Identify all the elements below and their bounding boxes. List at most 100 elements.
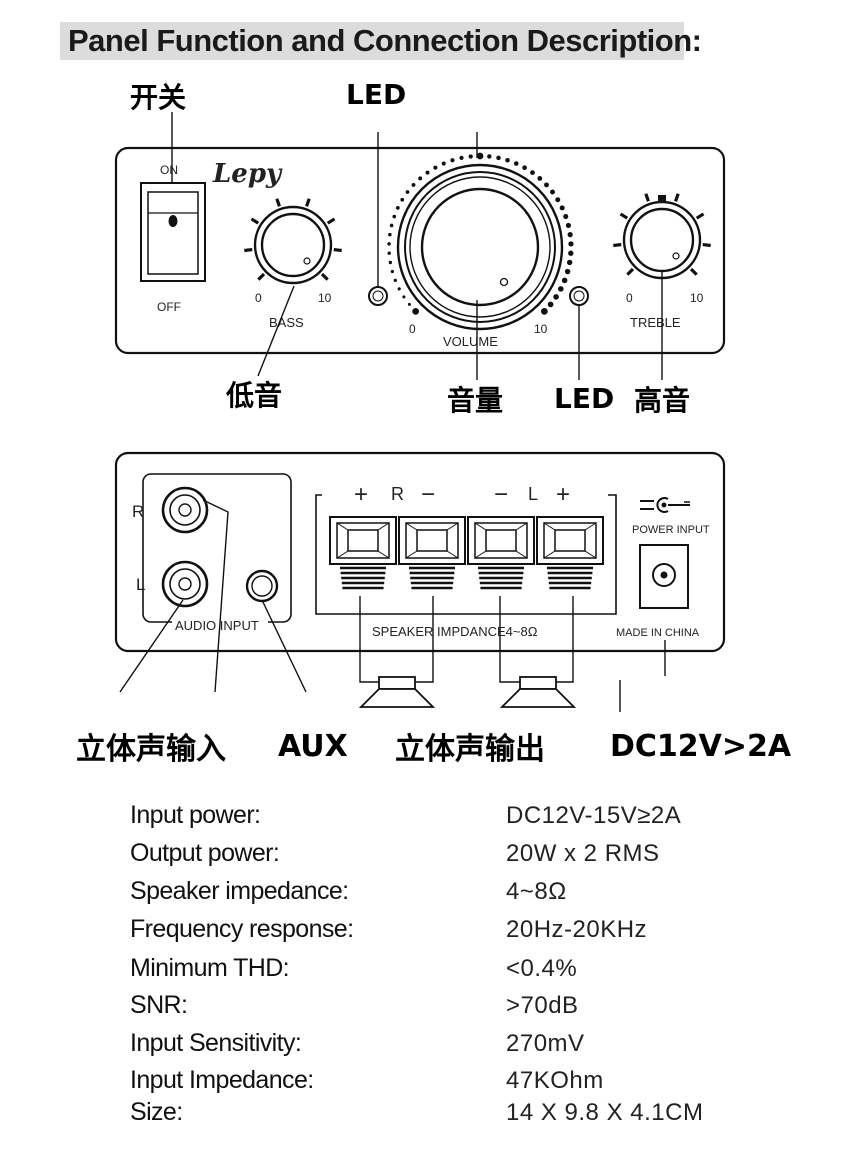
callout-stereo-output: 立体声输出 [395,732,545,767]
knob-tick [257,272,266,281]
speaker-terminal[interactable] [398,516,466,590]
rca-jack-left[interactable] [161,560,209,608]
knob-tick [689,267,698,276]
title-band [60,22,684,60]
volume-dot [568,250,574,256]
volume-dot [393,278,397,283]
stereo-input-leader-r [202,499,229,693]
spec-row: Minimum THD:<0.4% [130,954,577,982]
spec-label: Input power: [130,801,260,829]
speaker-plus-r: + [354,481,368,508]
stereo-input-leader-l [119,599,184,693]
speaker-icon [358,676,436,708]
spec-label: Size: [130,1098,183,1126]
speaker-terminals [329,516,604,590]
treble-min-label: 0 [626,291,633,305]
spec-label: Minimum THD: [130,954,289,982]
spec-value: DC12V-15V≥2A [506,802,681,829]
volume-dot [476,152,484,160]
switch-off-label: OFF [157,300,181,314]
knob-tick [695,212,705,220]
volume-dot [392,214,397,219]
spec-value: 270mV [506,1030,585,1057]
callout-led-bottom: LED [554,382,614,415]
volume-dot [418,176,423,181]
aux-leader [261,599,307,693]
volume-dot [459,155,464,161]
brand-logo: Lepy [212,159,283,189]
spec-row: Input Impedance:47KOhm [130,1066,603,1094]
volume-dot [425,170,430,175]
speaker-terminal[interactable] [329,516,397,590]
volume-dot [402,295,406,299]
volume-dot [395,206,400,210]
volume-dot [563,213,569,220]
knob-indicator [672,252,680,260]
volume-dot [400,197,405,202]
knob-indicator [303,257,311,265]
spec-value: 20W x 2 RMS [506,840,660,867]
bass-label: BASS [269,315,304,330]
volume-dot [397,287,401,291]
spec-row: Frequency response:20Hz-20KHz [130,915,647,943]
speaker-terminal[interactable] [467,516,535,590]
callout-dc: DC12V>2A [610,729,792,764]
knob-tick [244,248,253,253]
power-input-label: POWER INPUT [632,524,710,536]
power-switch[interactable] [140,182,206,282]
volume-knob[interactable] [387,152,574,331]
spec-label: Speaker impedance: [130,877,349,905]
switch-on-label: ON [160,163,178,177]
volume-dot [537,176,543,181]
volume-dot [513,161,519,166]
knob-tick [674,193,680,202]
treble-label: TREBLE [630,315,681,330]
volume-dot [405,190,410,194]
volume-dot [550,189,555,195]
speaker-impedance-label: SPEAKER IMPDANCE4~8Ω [372,624,538,639]
treble-knob[interactable] [613,193,711,280]
dc-power-jack[interactable] [639,544,689,609]
knob-tick [275,198,281,207]
dc-power-symbol [640,497,690,513]
volume-dot [468,154,473,159]
spec-value: 4~8Ω [506,878,567,905]
spec-value: >70dB [506,992,579,1019]
led-right [569,286,589,306]
volume-min-label: 0 [409,322,416,336]
speaker-l-label: L [528,484,538,504]
speaker-icon [499,676,577,708]
spec-label: Input Impedance: [130,1066,314,1094]
volume-dot [433,165,438,170]
speaker-minus-l: − [494,481,508,508]
volume-dot [505,157,510,163]
volume-dot [411,182,416,187]
speaker-terminal[interactable] [536,516,604,590]
volume-dot [388,260,393,265]
spec-label: Frequency response: [130,915,353,943]
volume-dot [496,155,501,161]
callout-treble: 高音 [634,384,690,417]
made-in-label: MADE IN CHINA [616,627,700,639]
bass-min-label: 0 [255,291,262,305]
volume-dot [565,222,571,229]
volume-dot [390,269,395,274]
volume-dot [540,307,548,315]
rca-l-label: L [136,575,145,594]
spec-label: Output power: [130,839,279,867]
volume-dot [544,182,549,188]
knob-tick [250,217,260,225]
rca-jack-right[interactable] [161,486,209,534]
knob-tick [305,198,311,207]
volume-dot [450,158,455,163]
page-title: Panel Function and Connection Descriptio… [68,23,701,58]
volume-dot [555,197,561,203]
spec-row: Speaker impedance: 4~8Ω [130,877,567,905]
knob-tick [326,217,336,225]
knob-tick [619,212,629,220]
spec-label: Input Sensitivity: [130,1029,301,1057]
speaker-plus-l: + [556,481,570,508]
aux-jack[interactable] [245,569,279,603]
bass-knob[interactable] [244,198,342,285]
